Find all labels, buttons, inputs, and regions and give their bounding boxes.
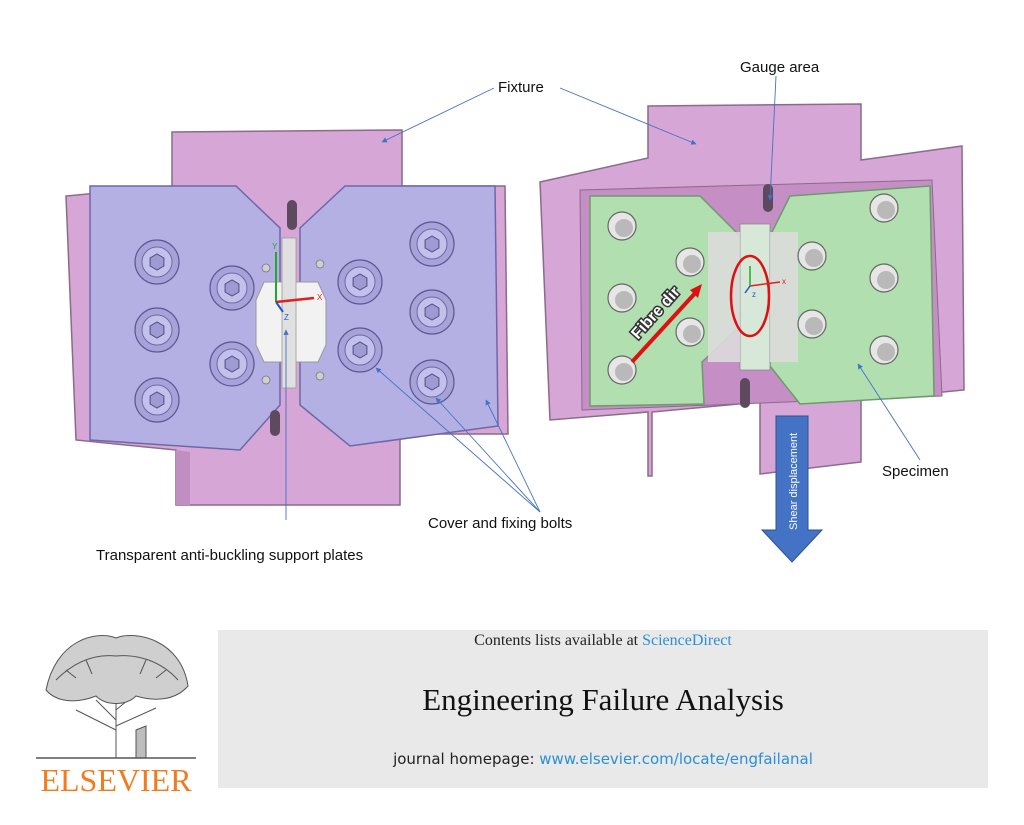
- bolt-icon: [134, 239, 180, 285]
- bolt-icon: [337, 327, 383, 373]
- shear-displacement-arrow: Shear displacement: [760, 415, 824, 563]
- bottom-slot: [270, 410, 280, 436]
- homepage-link[interactable]: www.elsevier.com/locate/engfailanal: [539, 750, 813, 768]
- left-fixture-side: [176, 450, 190, 505]
- bolt-icon: [209, 341, 255, 387]
- homepage-prefix: journal homepage:: [393, 750, 535, 768]
- specimen-label: Specimen: [882, 463, 949, 480]
- bolt-icon: [337, 259, 383, 305]
- gauge-area-label: Gauge area: [740, 59, 820, 76]
- sciencedirect-link[interactable]: ScienceDirect: [642, 632, 732, 649]
- contents-prefix: Contents lists available at: [474, 632, 639, 649]
- hole-icon: [607, 283, 637, 313]
- axis-label-z2: z: [752, 290, 756, 299]
- hole-icon: [869, 263, 899, 293]
- journal-title: Engineering Failure Analysis: [422, 682, 784, 717]
- shear-displacement-label: Shear displacement: [788, 433, 800, 530]
- journal-header: ELSEVIER Contents lists available at Sci…: [0, 612, 1024, 812]
- top-slot-right: [763, 184, 773, 212]
- gauge-area-strip: [739, 223, 771, 371]
- support-plates-label: Transparent anti-buckling support plates: [96, 547, 363, 564]
- cover-bolts-label: Cover and fixing bolts: [428, 515, 572, 532]
- hole-icon: [675, 247, 705, 277]
- left-bolt-group: [134, 221, 455, 423]
- bottom-slot-right: [740, 378, 750, 408]
- gauge-area-ellipse: [729, 254, 771, 338]
- fixture-diagram: Y X Z x z: [65, 59, 965, 564]
- fixture-label: Fixture: [498, 79, 544, 96]
- hole-icon: [607, 211, 637, 241]
- bolt-icon: [409, 289, 455, 335]
- axis-label-y: Y: [272, 242, 278, 251]
- bolt-icon: [134, 307, 180, 353]
- elsevier-logo: ELSEVIER: [36, 630, 196, 798]
- tree-icon: [36, 635, 196, 759]
- hole-icon: [607, 355, 637, 385]
- bolt-icon: [409, 359, 455, 405]
- top-slot: [287, 200, 297, 230]
- pin: [315, 259, 325, 269]
- pin: [261, 263, 271, 273]
- contents-line: Contents lists available at ScienceDirec…: [218, 632, 988, 650]
- callouts: [283, 75, 921, 520]
- coordinate-axes: Y X Z: [272, 242, 323, 322]
- hole-icon: [869, 193, 899, 223]
- hole-icon: [797, 309, 827, 339]
- bolt-icon: [409, 221, 455, 267]
- bolt-icon: [209, 265, 255, 311]
- bolt-icon: [134, 377, 180, 423]
- homepage-line: journal homepage: www.elsevier.com/locat…: [218, 750, 988, 768]
- axis-label-x: X: [317, 293, 323, 302]
- axis-label-z: Z: [284, 313, 289, 322]
- hole-icon: [675, 317, 705, 347]
- left-cover-plate: [89, 185, 281, 451]
- axis-label-x2: x: [782, 277, 786, 286]
- pin: [315, 371, 325, 381]
- left-fixture-assembly: Y X Z: [65, 129, 509, 506]
- hole-icon: [797, 241, 827, 271]
- publisher-logo-text: ELSEVIER: [40, 762, 192, 798]
- coordinate-axes-right: x z: [744, 266, 786, 299]
- hole-icon: [869, 335, 899, 365]
- right-cover-plate: [299, 185, 499, 447]
- journal-banner: Contents lists available at ScienceDirec…: [218, 630, 988, 788]
- specimen-bolt-holes: [607, 193, 899, 385]
- pin: [261, 375, 271, 385]
- right-fixture-assembly: x z Fibre dir Shear displacement: [539, 103, 965, 563]
